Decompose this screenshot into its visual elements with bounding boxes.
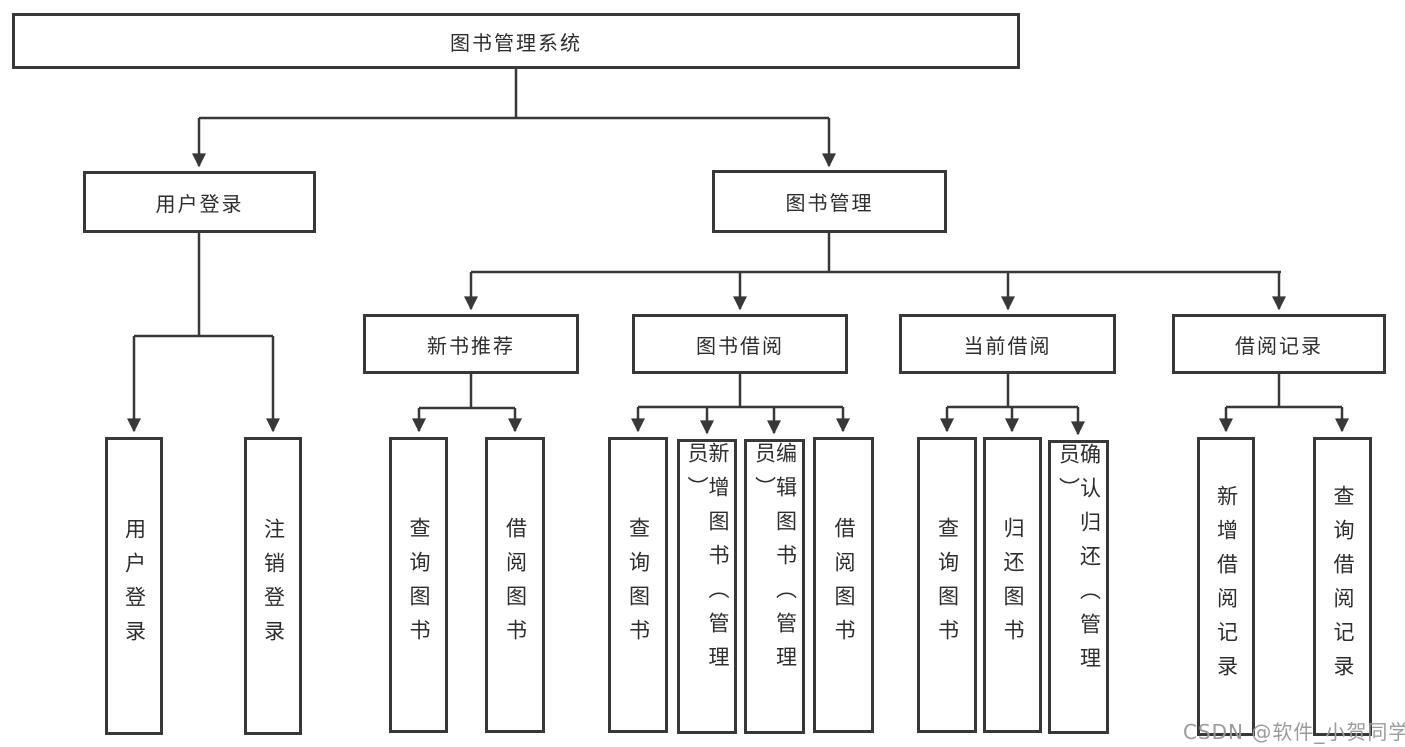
leaf-borrow-books: 借阅图书 xyxy=(813,437,874,733)
csdn-watermark: CSDN @软件_小贺同学 xyxy=(1183,720,1405,744)
node-root-system: 图书管理系统 xyxy=(12,13,1020,69)
leaf-add-borrow-record: 新增借阅记录 xyxy=(1197,437,1255,736)
node-borrow-records: 借阅记录 xyxy=(1172,314,1386,374)
node-new-book-recommend: 新书推荐 xyxy=(363,314,579,374)
leaf-query-borrow-record: 查询借阅记录 xyxy=(1313,437,1372,736)
leaf-query-books-recommend: 查询图书 xyxy=(389,437,448,733)
node-book-borrow: 图书借阅 xyxy=(632,314,848,374)
node-current-borrow: 当前借阅 xyxy=(899,314,1116,374)
node-book-management: 图书管理 xyxy=(712,170,947,233)
leaf-logout: 注销登录 xyxy=(244,437,302,735)
node-user-login: 用户登录 xyxy=(83,171,316,233)
leaf-query-books-borrow: 查询图书 xyxy=(608,437,668,733)
leaf-edit-books-admin: 编辑图书（管理员） xyxy=(744,439,805,734)
leaf-add-books-admin: 新增图书（管理员） xyxy=(677,439,737,734)
leaf-borrow-books-recommend: 借阅图书 xyxy=(485,437,545,733)
leaf-return-books: 归还图书 xyxy=(983,437,1042,733)
leaf-query-books-current: 查询图书 xyxy=(917,437,977,733)
leaf-user-login: 用户登录 xyxy=(105,437,163,735)
leaf-confirm-return-admin: 确认归还（管理员） xyxy=(1048,440,1109,734)
